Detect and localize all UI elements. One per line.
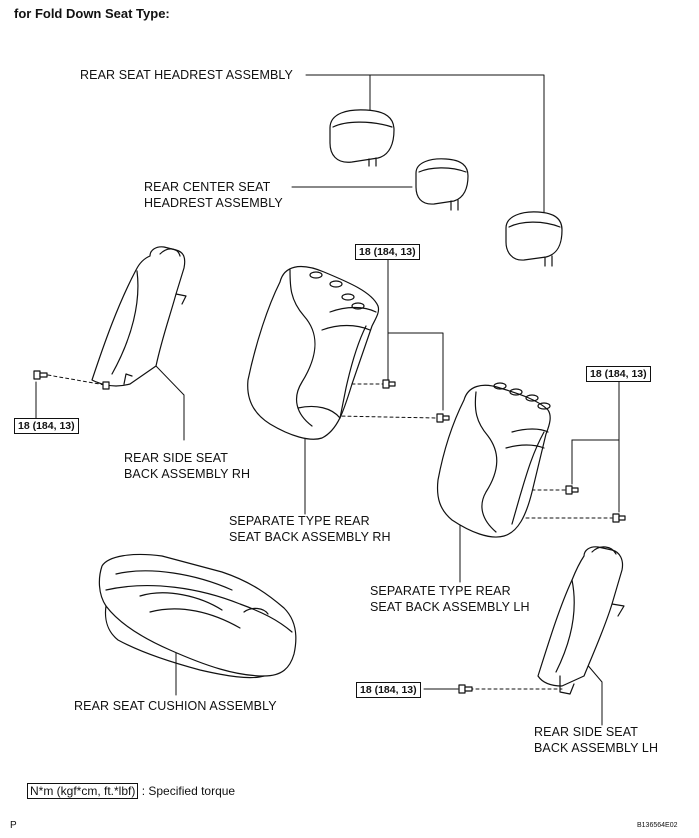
torque-legend-unit: N*m (kgf*cm, ft.*lbf) bbox=[27, 783, 139, 799]
seat-cushion-icon bbox=[98, 553, 297, 679]
label-separate-back-rh-line1: SEPARATE TYPE REAR bbox=[229, 514, 370, 528]
bolt-right-lower-icon bbox=[612, 513, 626, 523]
page-heading: for Fold Down Seat Type: bbox=[14, 6, 170, 21]
label-cushion: REAR SEAT CUSHION ASSEMBLY bbox=[74, 699, 277, 713]
torque-box-left: 18 (184, 13) bbox=[14, 418, 79, 434]
bolt-axes bbox=[41, 373, 613, 690]
headrest-left-icon bbox=[329, 109, 395, 167]
label-side-back-rh-line1: REAR SIDE SEAT bbox=[124, 451, 228, 465]
torque-box-bottom: 18 (184, 13) bbox=[356, 682, 421, 698]
side-seat-back-lh-icon bbox=[537, 546, 625, 695]
label-side-back-lh-line1: REAR SIDE SEAT bbox=[534, 725, 638, 739]
seat-back-lh-icon bbox=[436, 382, 551, 538]
leader-lines bbox=[35, 74, 620, 726]
torque-box-center: 18 (184, 13) bbox=[355, 244, 420, 260]
label-separate-back-rh-line2: SEAT BACK ASSEMBLY RH bbox=[229, 530, 391, 544]
side-seat-back-rh-icon bbox=[91, 246, 187, 387]
label-separate-back-lh-line2: SEAT BACK ASSEMBLY LH bbox=[370, 600, 530, 614]
label-side-back-lh-line2: BACK ASSEMBLY LH bbox=[534, 741, 659, 755]
seat-back-rh-icon bbox=[247, 265, 380, 440]
corner-mark-p: P bbox=[10, 820, 17, 831]
headrest-right-icon bbox=[505, 211, 563, 267]
bolt-right-upper-icon bbox=[565, 485, 579, 495]
bolt-center-lower-icon bbox=[436, 413, 450, 423]
illustration-code: B136564E02 bbox=[637, 822, 678, 829]
bolts bbox=[33, 370, 626, 694]
torque-box-right: 18 (184, 13) bbox=[586, 366, 651, 382]
label-rear-center-headrest-line2: HEADREST ASSEMBLY bbox=[144, 196, 283, 210]
label-rear-seat-headrest: REAR SEAT HEADREST ASSEMBLY bbox=[80, 68, 293, 82]
label-side-back-rh-line2: BACK ASSEMBLY RH bbox=[124, 467, 251, 481]
label-separate-back-lh-line1: SEPARATE TYPE REAR bbox=[370, 584, 511, 598]
torque-legend-text: : Specified torque bbox=[141, 784, 236, 798]
bolt-center-upper-icon bbox=[382, 379, 396, 389]
bolt-left-icon bbox=[33, 370, 48, 380]
headrest-center-icon bbox=[415, 158, 469, 211]
torque-legend: N*m (kgf*cm, ft.*lbf) : Specified torque bbox=[27, 783, 235, 799]
bolt-side-rh-icon bbox=[102, 381, 110, 390]
bolt-bottom-icon bbox=[458, 684, 473, 694]
label-rear-center-headrest-line1: REAR CENTER SEAT bbox=[144, 180, 271, 194]
